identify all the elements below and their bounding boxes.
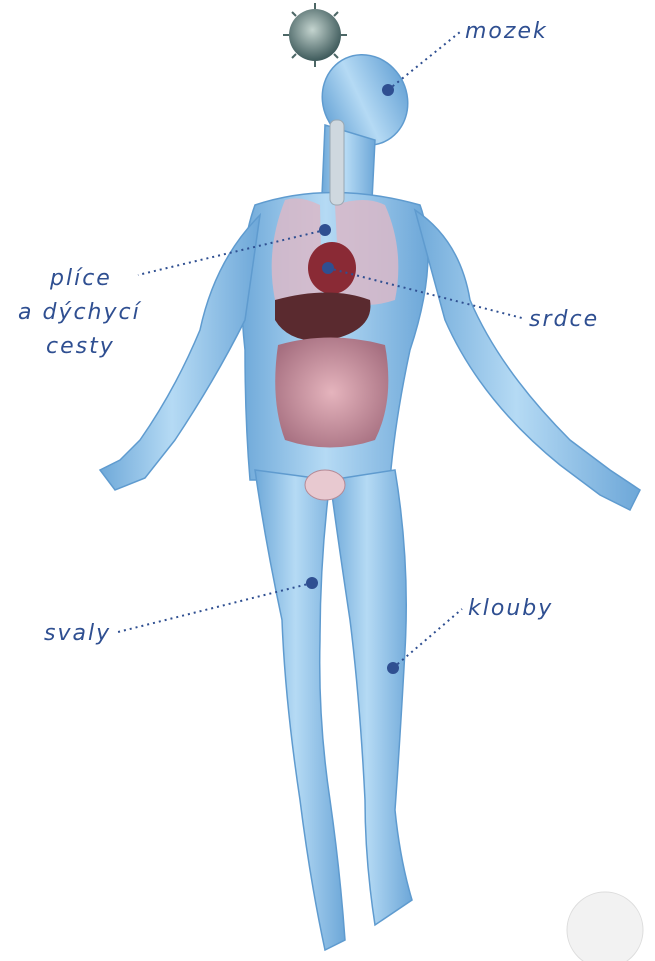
dot-muscles <box>306 577 318 589</box>
leader-brain <box>388 32 460 90</box>
label-lungs: plíce a dýchycí cesty <box>18 262 141 364</box>
intestines <box>275 338 388 448</box>
decorative-circle <box>567 892 643 961</box>
label-lungs-line1: plíce <box>18 262 141 296</box>
bladder <box>305 470 345 500</box>
label-muscles: svaly <box>44 617 111 651</box>
label-brain: mozek <box>465 15 548 49</box>
label-heart: srdce <box>529 303 599 337</box>
dot-brain <box>382 84 394 96</box>
trachea <box>330 120 344 205</box>
label-lungs-line3: cesty <box>18 330 141 364</box>
dot-heart <box>322 262 334 274</box>
label-joints: klouby <box>468 592 553 626</box>
dot-joints <box>387 662 399 674</box>
human-body <box>100 41 640 950</box>
dot-lungs <box>319 224 331 236</box>
virus-icon <box>283 3 347 67</box>
label-lungs-line2: a dýchycí <box>18 296 141 330</box>
